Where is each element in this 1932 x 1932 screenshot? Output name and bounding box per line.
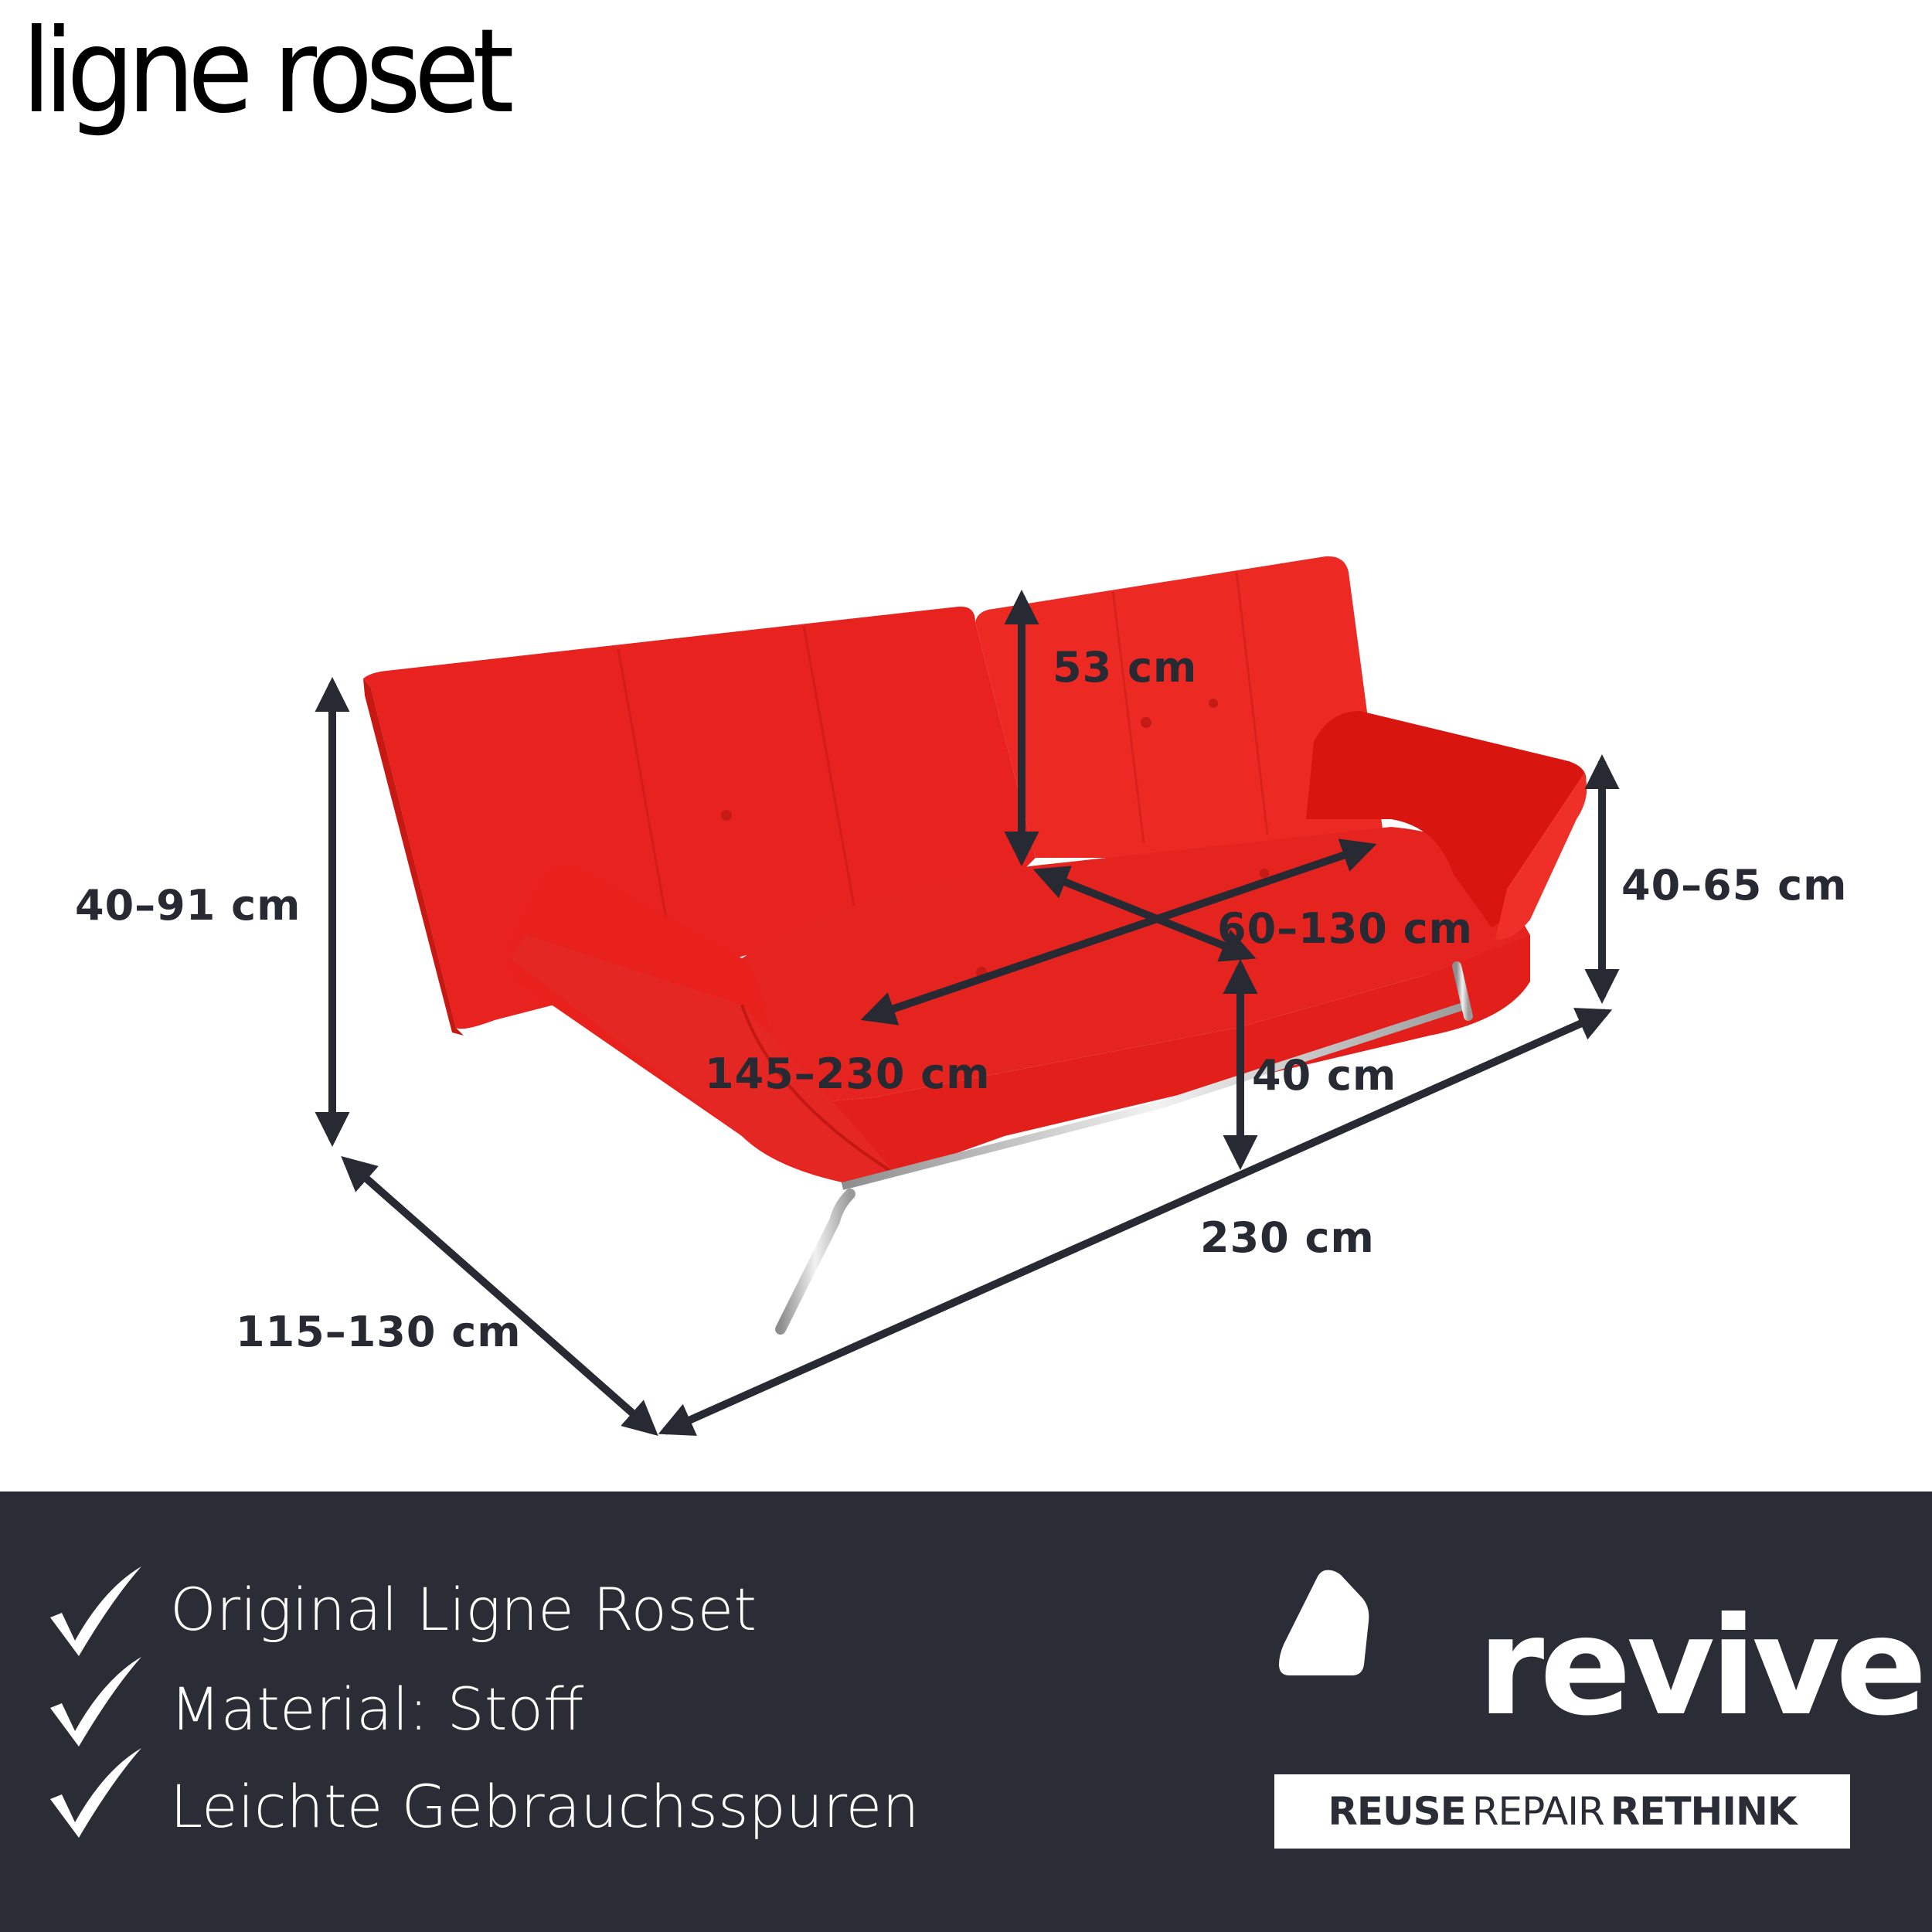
dimension-backrest-height: 53 cm [1053,643,1198,692]
dimension-total-height: 40–91 cm [75,881,301,930]
dimension-arrows [315,590,1620,1436]
feature-item [43,1565,147,1658]
sofa-right-armrest [1306,711,1587,940]
dimension-seat-height: 40 cm [1252,1051,1397,1100]
checkmark-icon [50,1657,141,1747]
ligne-roset-logo: ligne roset [22,5,515,139]
feature-label: Leichte Gebrauchsspuren [170,1772,920,1841]
info-footer: Original Ligne Roset Material: Stoff Lei… [0,1492,1932,1932]
feature-item [43,1655,147,1748]
revive-wordmark: revive [1478,1589,1927,1746]
product-dimension-diagram: 40–91 cm 53 cm 40–65 cm 60–130 cm 145–23… [75,556,1848,1436]
feature-label: Material: Stoff [170,1675,584,1743]
revive-logo-icon [1279,1570,1369,1675]
width-arrow-icon [658,1008,1613,1436]
dimension-total-depth: 115–130 cm [236,1308,522,1356]
dimension-seat-depth: 60–130 cm [1217,904,1473,953]
feature-label: Original Ligne Roset [170,1575,757,1644]
tagline-rethink: RETHINK [1610,1789,1798,1834]
dimension-total-width: 230 cm [1200,1213,1375,1262]
checkmark-icon [50,1748,141,1838]
tagline-reuse: REUSE [1328,1789,1466,1834]
feature-item [43,1747,147,1839]
checkmark-icon [50,1566,141,1656]
seat-width-arrow-icon [860,838,1377,1026]
tagline-repair: REPAIR [1471,1789,1605,1834]
sofa-illustration [315,556,1620,1436]
depth-arrow-icon [341,1156,658,1436]
dimension-armrest-height: 40–65 cm [1621,861,1848,910]
dimension-seat-width: 145–230 cm [705,1049,991,1098]
revive-tagline: REUSE REPAIR RETHINK [1274,1774,1850,1849]
